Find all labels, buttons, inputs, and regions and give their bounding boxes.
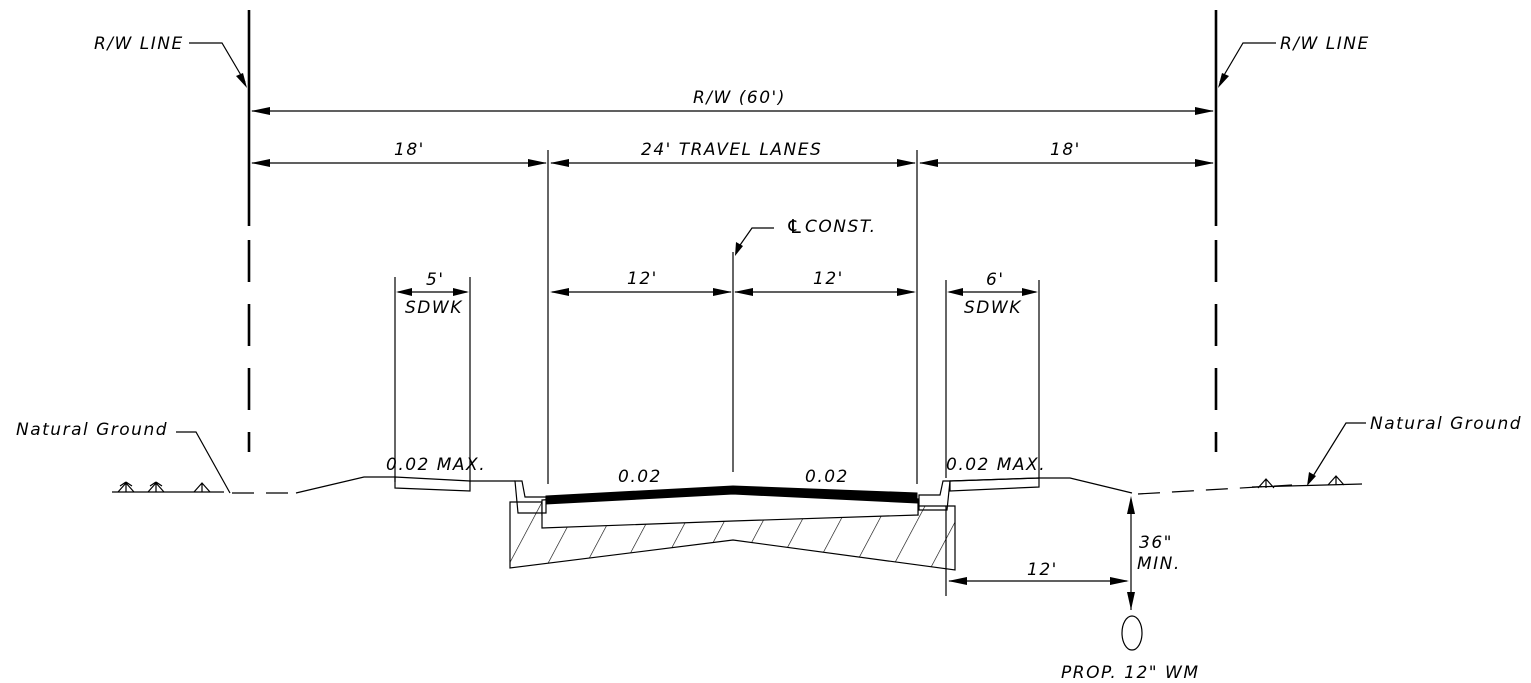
lane-dimensions [550, 288, 916, 296]
ground-profile [112, 422, 1366, 495]
row-dimensions [251, 159, 1214, 167]
rw-width-label: R/W (60') [693, 88, 786, 108]
right-lane-label: 12' [813, 269, 844, 289]
right-lane-slope-label: 0.02 [805, 467, 849, 487]
left-sidewalk-dimension [394, 277, 471, 482]
centerline-label: CONST. [805, 217, 877, 237]
right-border-label: 18' [1050, 140, 1081, 160]
left-sidewalk-slab [394, 476, 471, 492]
watermain-dimensions [945, 496, 1135, 610]
grass-symbols [117, 475, 1345, 493]
right-sidewalk-width-label: 6' [986, 270, 1005, 290]
centerline-symbol: ℄ [786, 216, 805, 238]
rw-dimension-line [251, 107, 1214, 115]
rw-line-left-leader [189, 42, 247, 88]
right-sidewalk-slab [949, 477, 1040, 492]
left-lane-label: 12' [627, 269, 658, 289]
rw-line-left-label: R/W LINE [94, 34, 184, 54]
cover-min-label: MIN. [1137, 554, 1181, 574]
natural-ground-right-label: Natural Ground [1370, 414, 1522, 434]
left-border-label: 18' [394, 140, 425, 160]
natural-ground-left-label: Natural Ground [16, 420, 168, 440]
right-sidewalk-slope-label: 0.02 MAX. [946, 455, 1046, 475]
rw-line-right-label: R/W LINE [1280, 34, 1370, 54]
cover-depth-label: 36" [1139, 533, 1173, 553]
wm-offset-label: 12' [1027, 560, 1058, 580]
left-sidewalk-width-label: 5' [426, 270, 445, 290]
watermain-label: PROP. 12" WM [1061, 663, 1200, 683]
left-lane-slope-label: 0.02 [618, 467, 662, 487]
left-sidewalk-slope-label: 0.02 MAX. [386, 455, 486, 475]
watermain-pipe [1121, 615, 1143, 651]
centerline-marker: ℄ [732, 216, 805, 472]
right-sidewalk-label: SDWK [964, 298, 1022, 318]
pavement-structure [509, 480, 956, 571]
travel-lanes-label: 24' TRAVEL LANES [641, 140, 822, 160]
right-sidewalk-dimension [945, 280, 1040, 478]
left-sidewalk-label: SDWK [405, 298, 463, 318]
rw-line-right-leader [1218, 42, 1276, 88]
